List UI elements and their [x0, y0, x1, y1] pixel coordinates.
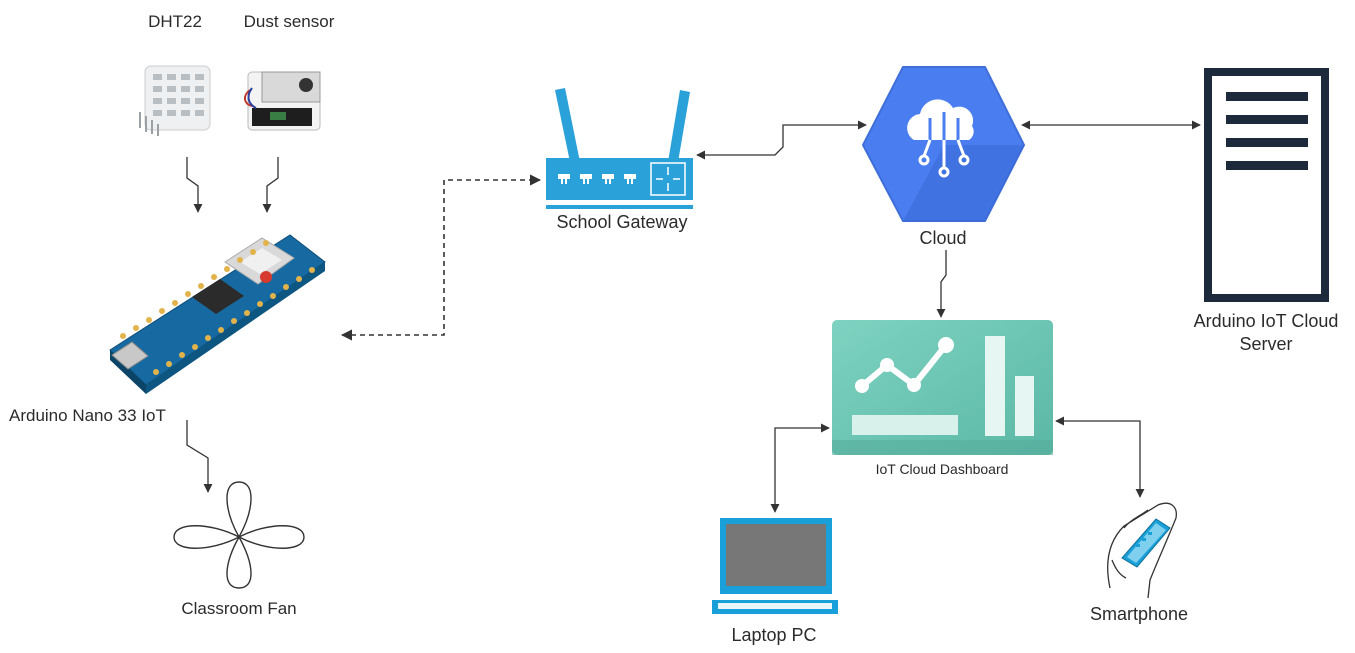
dashboard-icon: [832, 320, 1053, 455]
dashboard-label: IoT Cloud Dashboard: [875, 461, 1009, 477]
classroom-fan-label: Classroom Fan: [181, 599, 297, 618]
arduino-nano-icon: [109, 234, 326, 394]
cloud-label: Cloud: [919, 228, 967, 248]
router-icon: [546, 88, 693, 209]
dht22-sensor-icon: [139, 65, 211, 136]
laptop-icon: [712, 518, 838, 614]
cloud-iot-icon: [907, 99, 974, 178]
dht22-label: DHT22: [148, 12, 202, 31]
dust-sensor-icon: [244, 71, 321, 131]
server-label-line2: Server: [1239, 334, 1293, 354]
arduino-to-fan-arrow: [186, 420, 213, 493]
cloud-to-dashboard-arrow: [936, 250, 947, 318]
server-icon: [1204, 68, 1329, 302]
smartphone-icon: [1107, 502, 1177, 599]
fan-icon: [173, 481, 305, 589]
arduino-nano-label: Arduino Nano 33 IoT: [9, 406, 166, 425]
smartphone-label: Smartphone: [1089, 604, 1189, 624]
server-label-line1: Arduino IoT Cloud: [1193, 311, 1339, 331]
arduino-gateway-wireless-link: [340, 174, 542, 341]
dust-sensor-label: Dust sensor: [243, 12, 335, 31]
dashboard-smartphone-link: [1055, 416, 1145, 498]
dashboard-laptop-link: [770, 423, 830, 513]
dust-to-arduino-arrow: [262, 157, 279, 213]
gateway-cloud-link: [696, 120, 867, 160]
cloud-hexagon-icon: [862, 66, 1025, 222]
school-gateway-label: School Gateway: [556, 212, 688, 232]
laptop-label: Laptop PC: [731, 625, 817, 645]
dht22-to-arduino-arrow: [186, 157, 203, 213]
